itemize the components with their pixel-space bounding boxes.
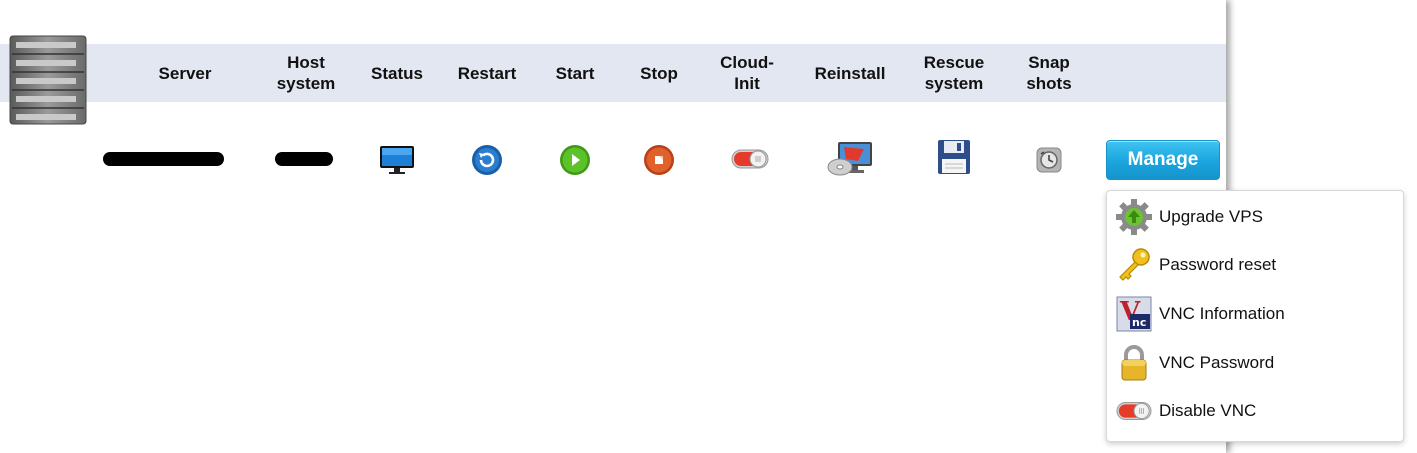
toggle-off-icon — [1115, 392, 1153, 430]
menu-item-upgrade-vps[interactable]: Upgrade VPS — [1107, 195, 1403, 239]
header-cloud-init: Cloud-Init — [720, 53, 774, 93]
start-icon[interactable] — [559, 144, 591, 176]
toggle-off-icon[interactable] — [731, 148, 769, 170]
padlock-icon — [1115, 344, 1153, 382]
header-start: Start — [555, 63, 595, 83]
restart-icon[interactable] — [471, 144, 503, 176]
manage-dropdown-menu: Upgrade VPS Password reset V nc VNC Info… — [1106, 190, 1404, 442]
menu-item-label: Password reset — [1159, 255, 1277, 274]
svg-text:nc: nc — [1132, 316, 1146, 329]
host-system-redacted — [275, 152, 333, 166]
menu-item-vnc-information[interactable]: V nc VNC Information — [1107, 292, 1403, 336]
menu-item-label: VNC Information — [1159, 304, 1285, 323]
stop-icon[interactable] — [643, 144, 675, 176]
header-server: Server — [158, 63, 212, 83]
gear-icon — [1115, 198, 1153, 236]
server-name-redacted — [103, 152, 224, 166]
menu-item-label: Disable VNC — [1159, 401, 1257, 420]
reinstall-icon[interactable] — [826, 139, 874, 179]
menu-item-vnc-password[interactable]: VNC Password — [1107, 341, 1403, 385]
table-header-row — [0, 44, 1226, 102]
key-icon — [1115, 246, 1153, 284]
menu-item-label: VNC Password — [1159, 353, 1275, 372]
header-status: Status — [371, 63, 423, 83]
header-reinstall: Reinstall — [814, 63, 886, 83]
header-stop: Stop — [640, 63, 678, 83]
floppy-disk-icon[interactable] — [937, 139, 971, 175]
menu-item-disable-vnc[interactable]: Disable VNC — [1107, 389, 1403, 433]
vnc-icon: V nc — [1115, 295, 1153, 333]
snapshot-icon[interactable] — [1035, 144, 1063, 174]
server-rack-icon — [9, 35, 87, 125]
header-restart: Restart — [457, 63, 517, 83]
manage-button[interactable]: Manage — [1106, 140, 1220, 180]
menu-item-password-reset[interactable]: Password reset — [1107, 243, 1403, 287]
menu-item-label: Upgrade VPS — [1159, 207, 1263, 226]
monitor-icon[interactable] — [379, 145, 415, 175]
